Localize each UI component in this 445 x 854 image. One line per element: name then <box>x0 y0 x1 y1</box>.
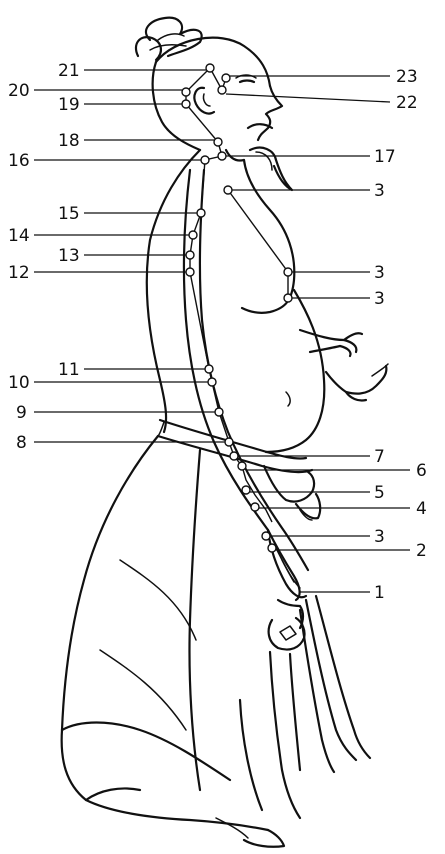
point-label: 13 <box>58 246 80 266</box>
point-marker <box>242 486 250 494</box>
point-label: 18 <box>58 131 80 151</box>
point-label: 6 <box>416 461 427 481</box>
point-marker <box>218 86 226 94</box>
point-label: 9 <box>16 403 27 423</box>
point-label: 16 <box>8 151 30 171</box>
point-label: 8 <box>16 433 27 453</box>
point-marker <box>284 268 292 276</box>
point-marker <box>186 268 194 276</box>
point-labels-left: 21 20 19 18 16 15 14 13 12 11 10 9 8 <box>8 61 80 453</box>
point-label: 2 <box>416 541 427 561</box>
point-marker <box>238 462 246 470</box>
point-marker <box>182 100 190 108</box>
point-label: 19 <box>58 95 80 115</box>
point-marker <box>206 64 214 72</box>
point-label: 3 <box>374 263 385 283</box>
point-marker <box>268 544 276 552</box>
point-label: 14 <box>8 226 30 246</box>
point-label: 21 <box>58 61 80 81</box>
point-label: 11 <box>58 360 80 380</box>
leader-lines <box>34 70 410 592</box>
point-label: 7 <box>374 447 385 467</box>
point-marker <box>189 231 197 239</box>
point-label: 5 <box>374 483 385 503</box>
point-marker <box>225 438 233 446</box>
point-marker <box>201 156 209 164</box>
point-label: 23 <box>396 67 418 87</box>
point-marker <box>208 378 216 386</box>
point-marker <box>284 294 292 302</box>
point-marker <box>218 152 226 160</box>
point-marker <box>214 138 222 146</box>
point-label: 4 <box>416 499 427 519</box>
point-label: 10 <box>8 373 30 393</box>
point-marker <box>224 186 232 194</box>
point-label: 3 <box>374 181 385 201</box>
point-label: 3 <box>374 289 385 309</box>
point-marker <box>197 209 205 217</box>
point-marker <box>182 88 190 96</box>
point-label: 1 <box>374 583 385 603</box>
point-marker <box>222 74 230 82</box>
point-label: 20 <box>8 81 30 101</box>
point-label: 22 <box>396 93 418 113</box>
point-labels-right: 23 22 17 3 3 3 7 6 5 4 3 2 1 <box>374 67 427 603</box>
point-marker <box>262 532 270 540</box>
robed-figure-illustration <box>62 18 388 847</box>
point-marker <box>205 365 213 373</box>
point-marker <box>230 452 238 460</box>
point-marker <box>186 251 194 259</box>
point-marker <box>215 408 223 416</box>
point-label: 17 <box>374 147 396 167</box>
point-label: 12 <box>8 263 30 283</box>
point-label: 3 <box>374 527 385 547</box>
point-marker <box>251 503 259 511</box>
point-label: 15 <box>58 204 80 224</box>
